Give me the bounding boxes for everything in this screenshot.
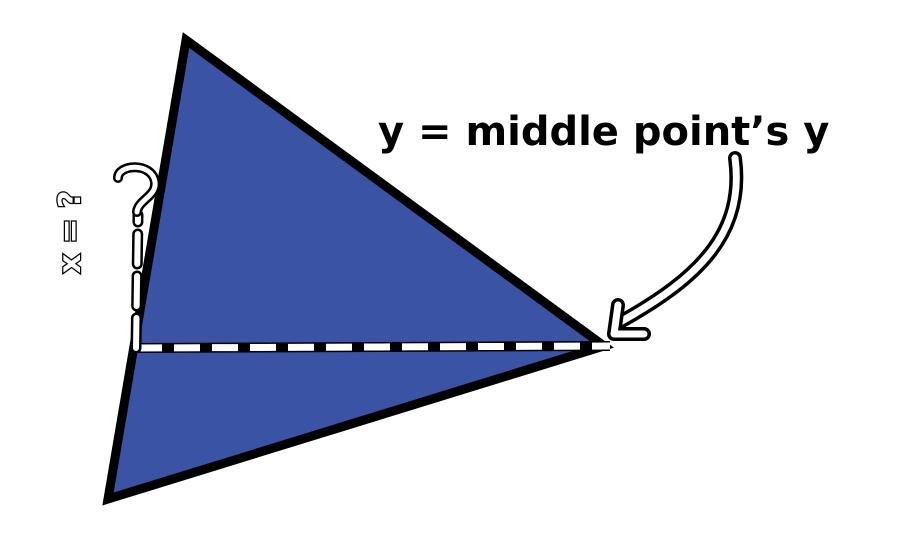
triangle [102, 32, 614, 506]
question-mark-icon [113, 162, 161, 217]
annotation-text: y = middle point’s y [378, 109, 829, 155]
horizontal-dashed-line [135, 341, 611, 353]
side-label: x = ? [53, 191, 88, 274]
vertical-dashed-line [130, 209, 144, 354]
arrow-icon [607, 151, 744, 341]
